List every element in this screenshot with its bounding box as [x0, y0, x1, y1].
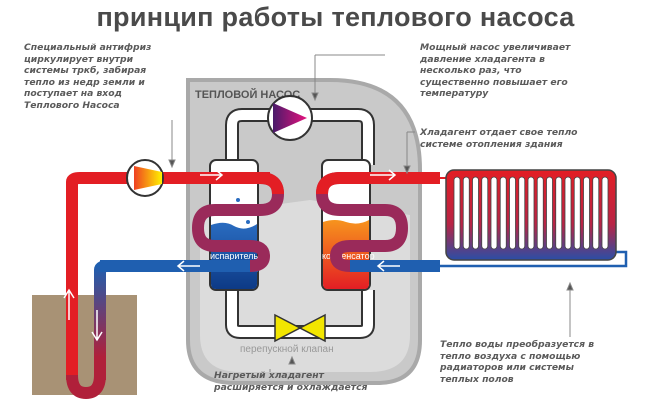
note-refrigerant-heat: Хладагент отдает свое тепло системе отоп… — [420, 127, 578, 150]
radiator-fin — [462, 176, 470, 250]
evaporator-label: испаритель — [210, 251, 258, 261]
arrow-left-icon — [376, 260, 400, 272]
radiator-fin — [592, 176, 600, 250]
radiator-fin — [490, 176, 498, 250]
note-radiators: Тепло воды преобразуется в тепло воздуха… — [440, 339, 595, 385]
bypass-valve: перепускной клапан — [240, 313, 334, 355]
compressor — [267, 95, 313, 141]
radiator — [445, 169, 617, 261]
arrow-right-icon — [200, 169, 224, 181]
page-title: принцип работы теплового насоса — [96, 2, 575, 32]
evaporator-coil — [191, 172, 285, 272]
bypass-valve-label: перепускной клапан — [240, 344, 334, 355]
radiator-fin — [583, 176, 590, 250]
arrow-right-icon — [370, 169, 397, 181]
evaporator: испаритель — [209, 159, 259, 291]
radiator-fin — [499, 176, 507, 250]
radiator-fin — [509, 176, 516, 250]
refrigerant-loop — [225, 108, 375, 339]
compressor-icon — [273, 103, 307, 133]
radiator-fin — [601, 176, 609, 250]
heat-pump-label: ТЕПЛОВОЙ НАСОС — [195, 88, 300, 101]
radiator-fin — [472, 176, 479, 250]
note-expansion: Нагретый хладагент расширяется и охлажда… — [214, 370, 368, 393]
radiator-fin — [546, 176, 553, 250]
heating-loop — [315, 169, 628, 272]
radiator-fin — [564, 176, 572, 250]
circulation-pump — [126, 159, 164, 197]
radiator-fin — [453, 176, 461, 250]
arrow-down-icon — [91, 310, 103, 342]
radiator-fin — [536, 176, 544, 250]
pump-icon — [134, 166, 162, 190]
arrow-up-icon — [63, 288, 75, 320]
radiator-fin — [573, 176, 581, 250]
ground-block — [32, 295, 137, 395]
callout-lines — [168, 54, 574, 372]
note-antifreeze: Специальный антифриз циркулирует внутри … — [24, 42, 152, 111]
radiator-fin — [481, 176, 489, 250]
condenser-label: конденсатор — [322, 251, 375, 261]
note-compressor: Мощный насос увеличивает давление хладаг… — [420, 42, 571, 100]
radiator-fin — [555, 176, 563, 250]
radiator-fin — [527, 176, 535, 250]
radiator-fin — [518, 176, 526, 250]
arrow-left-icon — [176, 260, 200, 272]
ground-loop — [63, 169, 270, 400]
